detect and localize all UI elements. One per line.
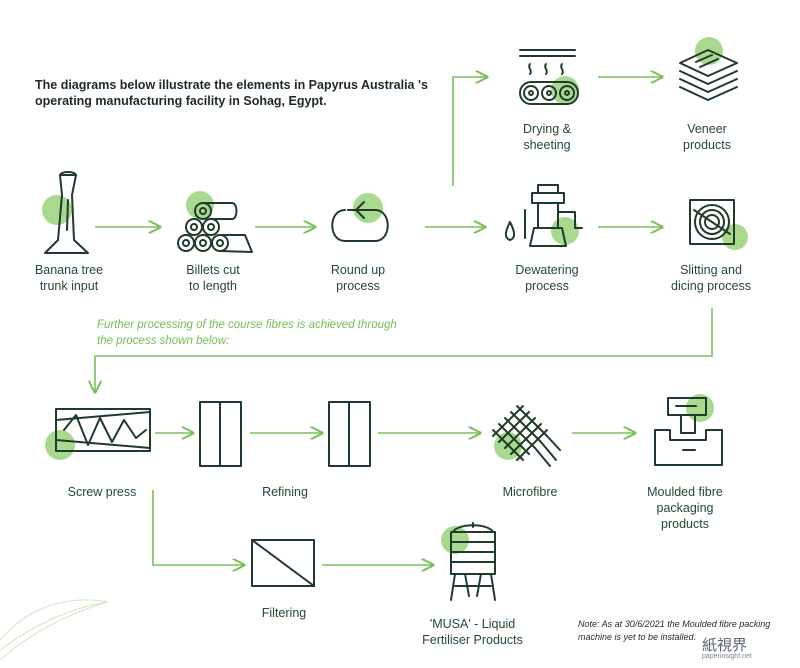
- fertiliser-tank-icon: [441, 522, 496, 601]
- arrow-slitting-screwpress: [95, 308, 713, 392]
- roundup-icon: [331, 193, 389, 242]
- label-billets: Billets cut to length: [186, 263, 240, 293]
- watermark-text: 紙視界: [702, 637, 748, 654]
- slicer-icon: [689, 199, 748, 250]
- moulding-machine-icon: [654, 394, 723, 466]
- label-banana: Banana tree trunk input: [34, 263, 104, 293]
- flow-arrows: [95, 77, 713, 565]
- label-moulded: Moulded fibre packaging products: [647, 485, 723, 531]
- dryer-icon: [519, 49, 579, 105]
- leaf-decoration: [0, 599, 109, 661]
- arrow-screw-filtering: [152, 490, 244, 565]
- veneer-stack-icon: [679, 37, 738, 101]
- mesh-icon: [492, 405, 561, 467]
- label-roundup: Round up process: [330, 263, 386, 293]
- watermark-logo: 紙視界 paperinsight.net: [702, 634, 752, 660]
- label-filtering: Filtering: [261, 606, 307, 620]
- label-drying: Drying & sheeting: [523, 122, 571, 152]
- label-slitting: Slitting and dicing process: [671, 263, 751, 293]
- label-musa: 'MUSA' - Liquid Fertiliser Products: [422, 617, 523, 647]
- label-microfibre: Microfibre: [502, 485, 558, 499]
- refiner-icon-1: [199, 401, 242, 467]
- label-veneer: Veneer products: [683, 122, 731, 152]
- watermark-url: paperinsight.net: [702, 653, 752, 660]
- logs-icon: [177, 191, 253, 253]
- arrow-to-drying: [452, 77, 487, 186]
- screw-press-icon: [45, 408, 151, 460]
- label-dewatering: Dewatering process: [515, 263, 579, 293]
- banana-trunk-icon: [42, 171, 89, 254]
- label-refining: Refining: [262, 485, 308, 499]
- refiner-icon-2: [328, 401, 371, 467]
- footnote: Note: As at 30/6/2021 the Moulded fibre …: [578, 619, 771, 642]
- pump-icon: [504, 184, 583, 247]
- label-screw-press: Screw press: [67, 485, 137, 499]
- further-processing-note: Further processing of the course fibres …: [97, 319, 397, 347]
- filter-icon: [251, 539, 315, 587]
- intro-text: The diagrams below illustrate the elemen…: [35, 78, 428, 108]
